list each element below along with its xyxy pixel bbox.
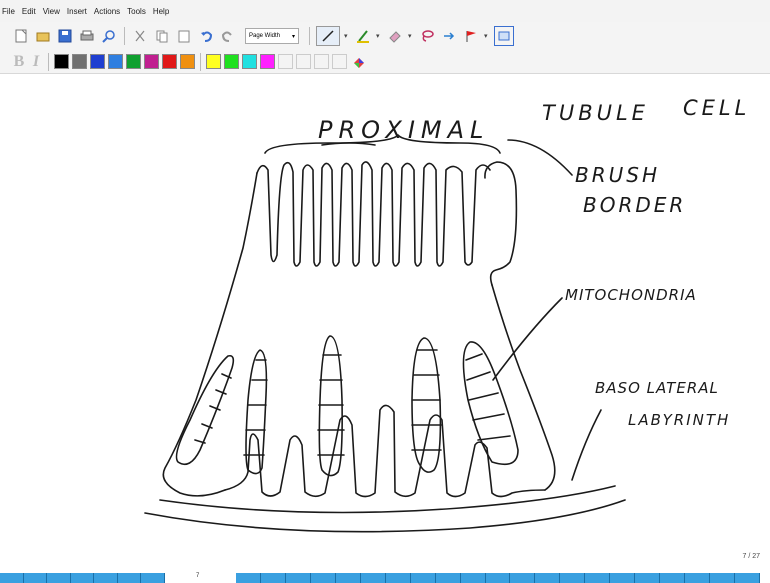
open-icon[interactable]	[34, 27, 52, 45]
label-brush: BRUSH	[575, 163, 660, 187]
menu-view[interactable]: View	[43, 7, 60, 16]
mitochondrion	[463, 342, 518, 464]
basement-membrane	[145, 500, 625, 532]
cell-outline-left	[163, 173, 257, 496]
insert-space-icon[interactable]	[440, 27, 458, 45]
color-swatch-gray[interactable]	[72, 54, 87, 69]
print-icon[interactable]	[78, 27, 96, 45]
color-swatch-black[interactable]	[54, 54, 69, 69]
main-toolbar: Page Width ▾ ▾ ▾ ▾ ▾	[0, 22, 770, 50]
eraser-icon[interactable]	[386, 27, 404, 45]
menu-insert[interactable]: Insert	[67, 7, 87, 16]
highlight-swatch-cyan[interactable]	[242, 54, 257, 69]
cut-icon[interactable]	[131, 27, 149, 45]
handwritten-diagram: PROXIMAL TUBULE CELL BRUSH BORDER MITOCH…	[0, 75, 770, 565]
page-thumbnail-strip[interactable]	[236, 573, 760, 583]
full-screen-icon[interactable]	[494, 26, 514, 46]
color-swatch-blue[interactable]	[108, 54, 123, 69]
toolbar-divider	[309, 27, 310, 45]
save-icon[interactable]	[56, 27, 74, 45]
color-swatch-dark-blue[interactable]	[90, 54, 105, 69]
new-page-icon[interactable]	[12, 27, 30, 45]
copy-icon[interactable]	[153, 27, 171, 45]
chevron-down-icon: ▾	[292, 33, 295, 40]
label-cell: CELL	[683, 96, 750, 120]
italic-button[interactable]: I	[29, 53, 43, 71]
highlight-swatch-green[interactable]	[224, 54, 239, 69]
empty-swatch[interactable]	[278, 54, 293, 69]
flag-dropdown-icon[interactable]: ▾	[484, 32, 490, 40]
paste-icon[interactable]	[175, 27, 193, 45]
highlighter-icon[interactable]	[354, 27, 372, 45]
empty-swatch[interactable]	[332, 54, 347, 69]
zoom-icon[interactable]	[100, 27, 118, 45]
pen-dropdown-icon[interactable]: ▾	[344, 32, 350, 40]
mitochondrion	[412, 338, 440, 472]
bottom-bar: 7	[0, 569, 770, 583]
undo-icon[interactable]	[197, 27, 215, 45]
flag-icon[interactable]	[462, 27, 480, 45]
lasso-icon[interactable]	[418, 27, 436, 45]
color-swatch-magenta[interactable]	[144, 54, 159, 69]
menu-help[interactable]: Help	[153, 7, 169, 16]
pointer-line	[572, 410, 601, 480]
highlight-swatch-yellow[interactable]	[206, 54, 221, 69]
menu-actions[interactable]: Actions	[94, 7, 120, 16]
label-mitochondria: MITOCHONDRIA	[565, 286, 697, 304]
eraser-dropdown-icon[interactable]: ▾	[408, 32, 414, 40]
toolbar-divider	[48, 53, 49, 71]
label-border: BORDER	[583, 193, 686, 217]
label-basolateral: BASO LATERAL	[595, 379, 719, 397]
pointer-line	[508, 140, 572, 175]
basal-folds	[225, 405, 545, 496]
ink-canvas[interactable]: PROXIMAL TUBULE CELL BRUSH BORDER MITOCH…	[0, 75, 770, 565]
empty-swatch[interactable]	[296, 54, 311, 69]
color-swatch-orange[interactable]	[180, 54, 195, 69]
zoom-value: Page Width	[249, 33, 280, 39]
empty-swatch[interactable]	[314, 54, 329, 69]
bottom-page-number: 7	[196, 573, 199, 579]
highlighter-dropdown-icon[interactable]: ▾	[376, 32, 382, 40]
page-thumbnail-strip[interactable]	[0, 573, 165, 583]
microvilli-stroke	[257, 162, 490, 266]
pointer-line	[493, 298, 562, 380]
color-picker-icon[interactable]	[350, 53, 368, 71]
toolbar-divider	[124, 27, 125, 45]
page-indicator: 7 / 27	[742, 553, 760, 560]
menu-edit[interactable]: Edit	[22, 7, 36, 16]
last-microvillus	[485, 162, 516, 285]
label-proximal: PROXIMAL	[318, 116, 489, 144]
basement-membrane	[160, 486, 615, 513]
menu-tools[interactable]: Tools	[127, 7, 146, 16]
zoom-select[interactable]: Page Width ▾	[245, 28, 299, 44]
toolbar-divider	[200, 53, 201, 71]
label-tubule: TUBULE	[542, 101, 649, 125]
redo-icon[interactable]	[219, 27, 237, 45]
menu-file[interactable]: File	[2, 7, 15, 16]
highlight-swatch-pink[interactable]	[260, 54, 275, 69]
color-swatch-green[interactable]	[126, 54, 141, 69]
color-swatch-red[interactable]	[162, 54, 177, 69]
menu-bar: File Edit View Insert Actions Tools Help	[0, 0, 770, 22]
bold-button[interactable]: B	[12, 53, 26, 71]
pen-tool-icon[interactable]	[316, 26, 340, 46]
label-labyrinth: LABYRINTH	[628, 411, 730, 429]
format-toolbar: B I	[0, 50, 770, 74]
